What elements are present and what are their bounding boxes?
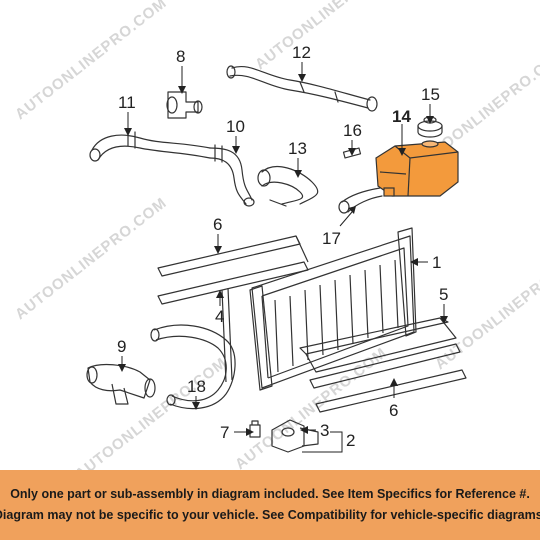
seal-part-6-lower	[309, 343, 467, 413]
disclaimer-line-1: Only one part or sub-assembly in diagram…	[10, 487, 530, 501]
callout-10: 10	[226, 117, 245, 136]
callout-14: 14	[392, 107, 411, 126]
lower-hose-part-18	[150, 324, 236, 410]
watermark: AUTOONLINEPRO.COM	[72, 354, 230, 470]
drain-plug-part-7	[249, 420, 261, 438]
watermark: AUTOONLINEPRO.COM	[12, 0, 170, 123]
watermark: AUTOONLINEPRO.COM	[12, 194, 170, 323]
disclaimer-banner: Only one part or sub-assembly in diagram…	[0, 470, 540, 540]
parts-diagram: AUTOONLINEPRO.COM AUTOONLINEPRO.COM AUTO…	[12, 0, 540, 470]
callout-6-lower: 6	[389, 401, 398, 420]
hose-part-13	[257, 166, 319, 207]
callout-6-upper: 6	[213, 215, 222, 234]
callout-8: 8	[176, 47, 185, 66]
seal-part-6-upper	[157, 235, 309, 305]
disclaimer-line-2: Diagram may not be specific to your vehi…	[0, 508, 540, 522]
heater-hose-part-11	[89, 129, 211, 162]
callout-5: 5	[439, 285, 448, 304]
callout-13: 13	[288, 139, 307, 158]
callout-11: 11	[118, 93, 136, 112]
callout-16: 16	[343, 121, 362, 140]
watermark: AUTOONLINEPRO.COM	[432, 244, 540, 373]
callouts: 8 12 11 10 13 16 15 14 17 6 1 4 5 9 18 6…	[117, 43, 448, 450]
callout-2: 2	[346, 431, 355, 450]
fitting-part-8	[166, 91, 203, 119]
upper-hose-part-12	[226, 65, 378, 112]
callout-17: 17	[322, 229, 341, 248]
callout-7: 7	[220, 423, 229, 442]
leader-lines	[121, 62, 445, 453]
watermark: AUTOONLINEPRO.COM	[252, 0, 410, 73]
radiator-part-1	[249, 227, 417, 391]
callout-1: 1	[432, 253, 441, 272]
heater-hose-part-10	[209, 144, 255, 207]
callout-18: 18	[187, 377, 206, 396]
callout-3: 3	[320, 421, 329, 440]
callout-15: 15	[421, 85, 440, 104]
reservoir-part-14	[375, 140, 459, 197]
hose-part-17	[338, 187, 383, 214]
callout-12: 12	[292, 43, 311, 62]
thermostat-housing-part-9	[86, 363, 156, 405]
callout-9: 9	[117, 337, 126, 356]
callout-4: 4	[215, 307, 224, 326]
leader-arrows	[118, 74, 448, 436]
watermarks: AUTOONLINEPRO.COM AUTOONLINEPRO.COM AUTO…	[12, 0, 540, 470]
seal-part-5	[299, 317, 457, 373]
bracket-part-4	[221, 287, 233, 383]
